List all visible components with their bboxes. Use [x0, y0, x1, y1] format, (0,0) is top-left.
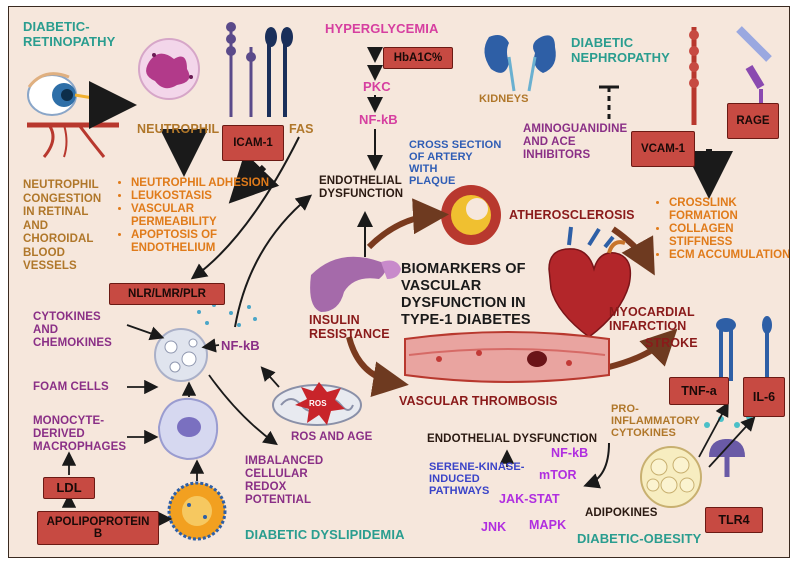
tlr4-box: TLR4 — [705, 507, 763, 533]
jnk-label: JNK — [481, 520, 507, 534]
congestion-label: NEUTROPHIL CONGESTION IN RETINAL AND CHO… — [23, 179, 102, 272]
macrophage-icon — [157, 397, 219, 461]
arrow-fas-curve — [190, 136, 300, 280]
inhibition-mark — [599, 85, 619, 119]
redox-label: IMBALANCED CELLULAR REDOX POTENTIAL — [245, 455, 324, 506]
arrow-nfkb-up — [234, 194, 313, 328]
arrow-ros-nfkb — [260, 366, 280, 388]
hba1c-box: HbA1C% — [383, 47, 453, 69]
arrow-pro-adipo — [583, 442, 610, 489]
icam-box: ICAM-1 — [222, 125, 284, 161]
retinopathy-effects-list: NEUTROPHIL ADHESION LEUKOSTASIS VASCULAR… — [119, 177, 281, 255]
arrow-insulin-to-artery — [366, 198, 449, 250]
receptor-icon — [226, 22, 293, 117]
adipokines-label: ADIPOKINES — [585, 507, 658, 519]
eye-icon — [27, 72, 100, 116]
figure-frame: DIABETIC- RETINOPATHY NEUTROPHIL ICAM-1 … — [8, 6, 790, 558]
blood-vessel-icon — [404, 331, 610, 383]
myocardial-infarction-label: MYOCARDIAL INFARCTION — [609, 305, 695, 333]
ros-age-label: ROS AND AGE — [291, 431, 373, 443]
artery-cross-section-icon — [441, 185, 501, 245]
ros-burst-label: ROS — [309, 399, 327, 408]
arrow-adipo-il6 — [708, 416, 756, 468]
serene-kinase-label: SERENE-KINASE- INDUCED PATHWAYS — [429, 461, 525, 497]
neutrophil-icon — [138, 38, 200, 100]
vcam-box: VCAM-1 — [631, 131, 695, 167]
rage-box: RAGE — [727, 103, 779, 139]
ldl-particle-icon — [167, 481, 227, 541]
nephropathy-heading: DIABETIC NEPHROPATHY — [571, 35, 670, 65]
hyperglycemia-heading: HYPERGLYCEMIA — [325, 21, 439, 36]
foam-cells-label: FOAM CELLS — [33, 381, 109, 393]
effect-item: APOPTOSIS OF ENDOTHELIUM — [131, 229, 281, 255]
ldl-box: LDL — [43, 477, 95, 499]
adipocyte-icon — [640, 446, 702, 508]
stroke-label: STROKE — [645, 336, 698, 350]
fas-label: FAS — [289, 122, 314, 136]
vcam-receptor-icon — [689, 27, 699, 125]
inhibitors-label: AMINOGUANIDINE AND ACE INHIBITORS — [523, 123, 628, 161]
retinal-vessel-icon — [27, 122, 119, 158]
ratio-box: NLR/LMR/PLR — [109, 283, 225, 305]
nfkb-label-left: NF-kB — [221, 338, 260, 353]
arrow-adipo-tnf — [698, 401, 729, 458]
arrow-nfkb-foam — [201, 338, 220, 353]
endothelial-dysfunction-label: ENDOTHELIAL DYSFUNCTION — [319, 175, 404, 200]
dyslipidemia-heading: DIABETIC DYSLIPIDEMIA — [245, 527, 405, 542]
tnf-receptor-icon — [716, 318, 736, 381]
figure-title: BIOMARKERS OF VASCULAR DYSFUNCTION IN TY… — [401, 261, 531, 328]
insulin-resistance-label: INSULIN RESISTANCE — [309, 313, 390, 341]
tnf-box: TNF-a — [669, 377, 729, 405]
neutrophil-label: NEUTROPHIL — [137, 122, 220, 136]
apolipoprotein-box: APOLIPOPROTEIN B — [37, 511, 159, 545]
nfkb-label-top: NF-kB — [359, 112, 398, 127]
arrow-insulin-to-thrombosis — [346, 336, 409, 398]
effect-item: NEUTROPHIL ADHESION — [131, 177, 281, 190]
mtor-label: mTOR — [539, 468, 577, 482]
il6-receptor-icon — [762, 316, 772, 381]
nephropathy-effects-list: CROSSLINK FORMATION COLLAGEN STIFFNESS E… — [657, 197, 789, 262]
effect-item: LEUKOSTASIS — [131, 190, 281, 203]
il6-box: IL-6 — [743, 377, 785, 417]
effect-item: VASCULAR PERMEABILITY — [131, 203, 281, 229]
nfkb-label-obesity: NF-kB — [551, 446, 589, 460]
arrow-vessel-to-stroke — [608, 328, 678, 370]
tlr4-receptor-icon — [704, 414, 752, 477]
pro-inflammatory-label: PRO- INFLAMMATORY CYTOKINES — [611, 403, 700, 439]
monocyte-label: MONOCYTE- DERIVED MACROPHAGES — [33, 415, 127, 453]
arrow-athero-to-mi — [611, 226, 655, 276]
retinopathy-heading: DIABETIC- RETINOPATHY — [23, 19, 116, 49]
cross-section-label: CROSS SECTION OF ARTERY WITH PLAQUE — [409, 139, 502, 187]
mitochondrion-icon — [272, 382, 362, 426]
figure-illustrations — [27, 22, 772, 541]
effect-item: ECM ACCUMULATION — [669, 249, 789, 262]
arrow-cyto-foam — [126, 324, 165, 341]
endothelial-dysfunction-obesity-label: ENDOTHELIAL DYSFUNCTION — [427, 433, 598, 445]
pancreas-icon — [310, 256, 401, 312]
effect-item: CROSSLINK FORMATION — [669, 197, 789, 223]
obesity-heading: DIABETIC-OBESITY — [577, 531, 702, 546]
heart-icon — [548, 226, 632, 338]
foam-cell-icon — [154, 328, 208, 382]
cytokines-label: CYTOKINES AND CHEMOKINES — [33, 311, 112, 349]
effect-item: COLLAGEN STIFFNESS — [669, 223, 789, 249]
kidneys-label: KIDNEYS — [479, 93, 529, 105]
vascular-thrombosis-label: VASCULAR THROMBOSIS — [399, 394, 558, 408]
jak-stat-label: JAK-STAT — [499, 492, 560, 506]
atherosclerosis-label: ATHEROSCLEROSIS — [509, 208, 635, 222]
kidney-icon — [484, 35, 556, 92]
arrow-icam-down — [228, 152, 280, 204]
arrow-foam-ros — [208, 374, 278, 446]
mapk-label: MAPK — [529, 518, 567, 532]
pkc-label: PKC — [363, 79, 391, 94]
